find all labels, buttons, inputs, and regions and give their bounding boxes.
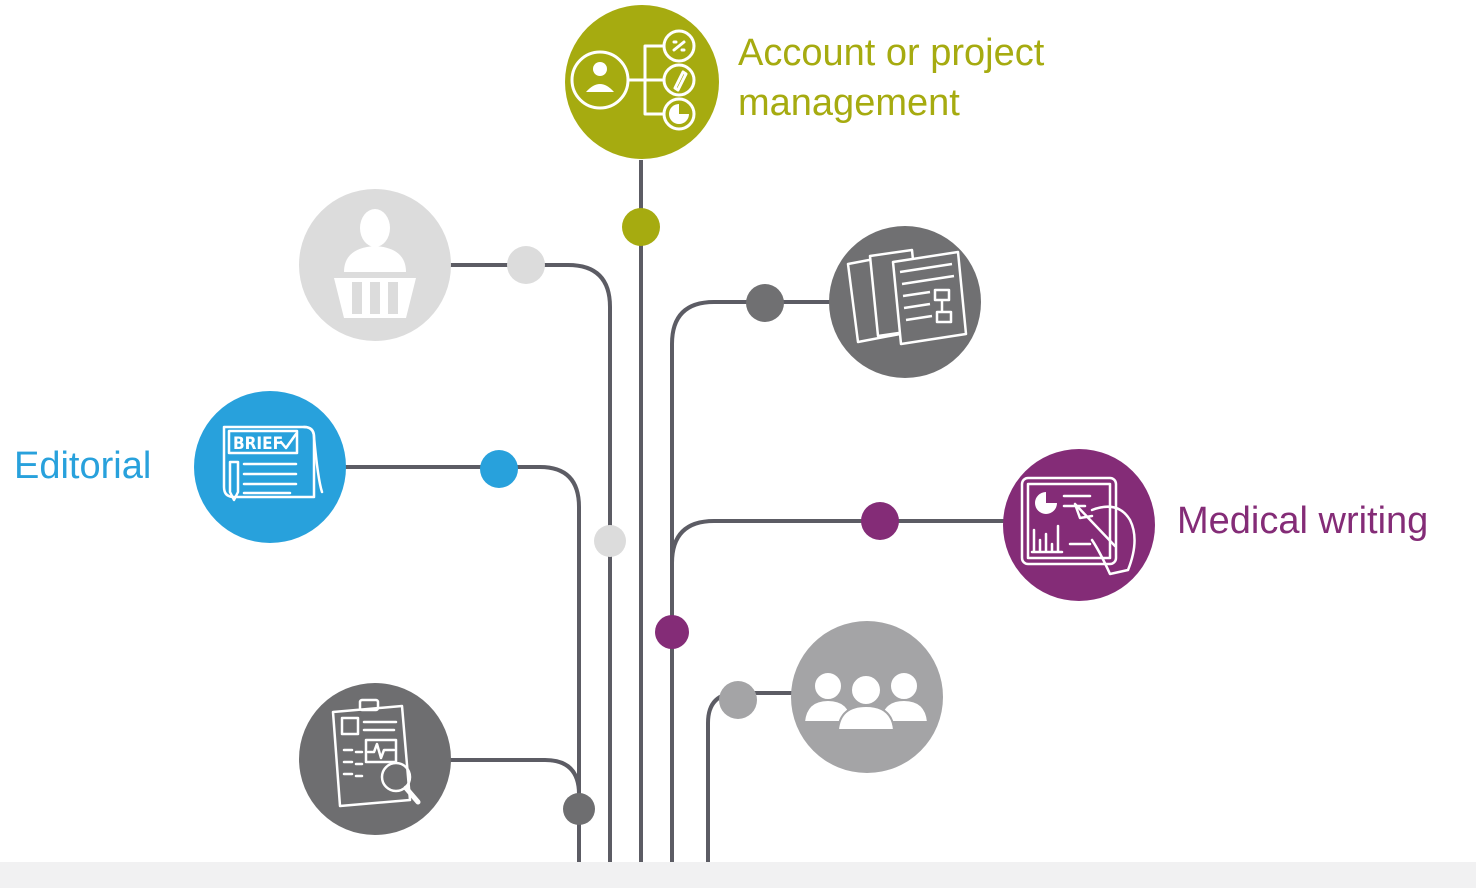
org-chart-person-icon [570,29,696,131]
team-node [791,621,943,773]
editorial-node: BRIEF [194,391,346,543]
audit-junction-dot [563,793,595,825]
editorial-circle [194,391,346,543]
audit-node [299,683,451,835]
account-circle [565,5,719,159]
account-project-management-label: Account or project management [738,28,1044,128]
presenter-branch-line [450,263,612,888]
audit-branch-line [450,758,581,795]
documents-junction-dot [746,284,784,322]
clipboard-magnifier-icon [331,698,421,808]
editorial-label: Editorial [14,445,152,487]
account-junction-dot [622,208,660,246]
tablet-writing-icon [1020,476,1136,576]
presenter-node [299,189,451,341]
medical-writing-label: Medical writing [1177,500,1429,542]
medical-trunk-dot [655,615,689,649]
documents-branch-line [670,300,830,888]
editorial-branch-line [345,465,581,888]
account-label-line-1: Account or project [738,32,1045,74]
documents-node [829,226,981,378]
medical-node [1003,449,1155,601]
brief-label: BRIEF [233,434,283,454]
presenter-junction-dot [507,246,545,284]
medical-junction-dot [861,502,899,540]
team-people-icon [802,671,930,731]
audit-circle [299,683,451,835]
medical-branch-line [670,519,1005,564]
connector-lines [345,160,1005,888]
presenter-lectern-icon [334,209,416,318]
stacked-documents-icon [846,248,968,346]
bottom-edge-band [0,862,1476,888]
presenter-trunk-dot [594,525,626,557]
team-branch-line [706,691,795,888]
team-junction-dot [719,681,757,719]
brief-checklist-icon: BRIEF [222,425,324,502]
account-node [565,5,719,159]
editorial-junction-dot [480,450,518,488]
account-label-line-2: management [738,82,960,124]
